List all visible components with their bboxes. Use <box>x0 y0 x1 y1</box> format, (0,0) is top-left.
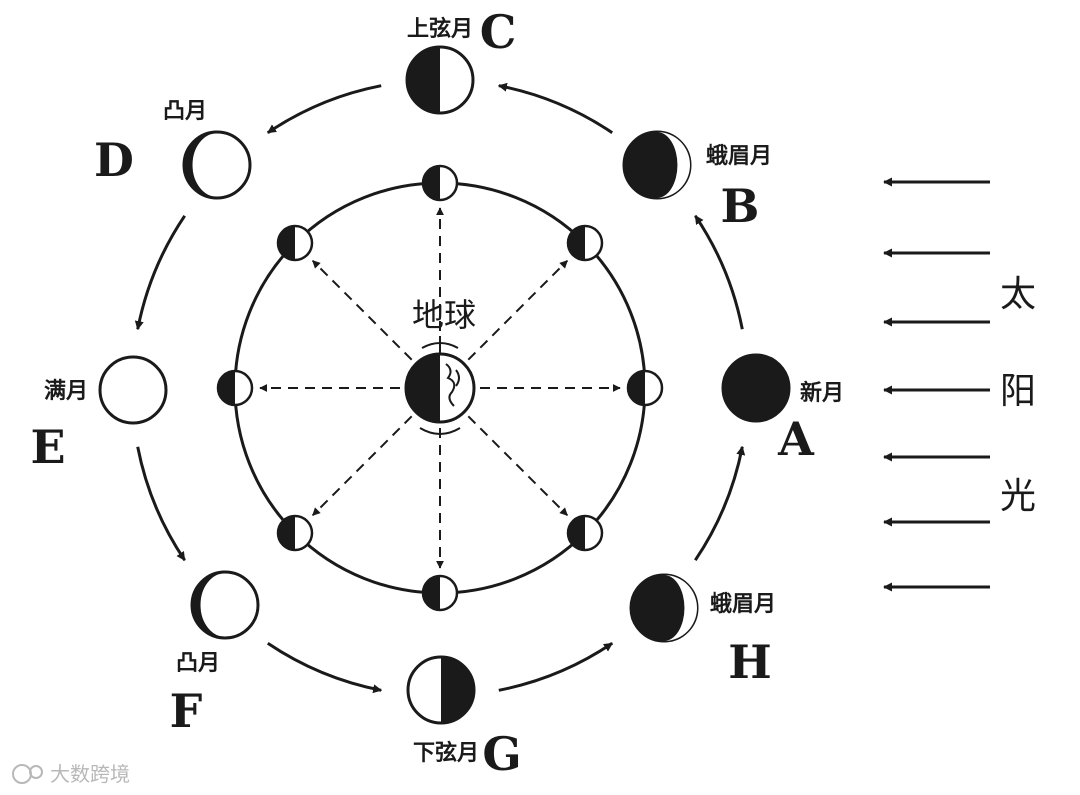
moon-g <box>408 657 474 723</box>
inner-moon <box>423 166 457 200</box>
inner-moon <box>218 371 252 405</box>
sunlight-arrows <box>884 182 990 587</box>
moon-a-letter: A <box>777 412 815 466</box>
orbit-arrow <box>268 643 381 690</box>
moon-b-letter: B <box>721 179 760 233</box>
dashed-spoke <box>313 261 412 360</box>
dashed-spoke <box>468 261 567 360</box>
moon-c <box>407 47 473 113</box>
moon-e <box>100 357 166 423</box>
moon-h-letter: H <box>728 635 771 689</box>
moon-c-letter: C <box>480 5 517 59</box>
dashed-spoke <box>313 416 412 515</box>
earth <box>406 336 474 434</box>
sunlight-label-char-3: 光 <box>1000 476 1036 517</box>
watermark-logo-icon <box>13 765 31 783</box>
orbit-arrow <box>268 86 381 133</box>
sunlight-label-char-2: 阳 <box>1000 371 1036 412</box>
moon-f <box>192 572 258 638</box>
moon-g-letter: G <box>482 727 521 781</box>
earth-label: 地球 <box>412 296 476 334</box>
moon-g-phase-name: 下弦月 <box>413 740 479 766</box>
moon-h-phase-name: 蛾眉月 <box>710 592 776 617</box>
moon-d <box>184 132 250 198</box>
moon-h <box>631 575 697 641</box>
orbit-arrow <box>138 447 185 560</box>
moon-b <box>624 132 690 198</box>
moon-a-phase-name: 新月 <box>800 380 844 406</box>
orbit-arrow <box>138 216 185 329</box>
moon-b-phase-name: 蛾眉月 <box>706 144 772 169</box>
inner-moon <box>278 516 312 550</box>
moon-e-letter: E <box>30 420 65 474</box>
moon-d-phase-name: 凸月 <box>163 99 207 124</box>
watermark: 大数跨境 <box>13 762 130 786</box>
watermark-text: 大数跨境 <box>50 762 130 786</box>
sunlight-label-char-1: 太 <box>1000 274 1036 315</box>
moon-c-phase-name: 上弦月 <box>407 16 473 42</box>
orbit-arrow <box>499 86 612 133</box>
orbit-arrow <box>695 447 742 560</box>
moon-f-phase-name: 凸月 <box>176 651 220 676</box>
moon-e-phase-name: 满月 <box>44 379 88 404</box>
inner-moon <box>423 576 457 610</box>
moon-f-letter: F <box>170 684 203 738</box>
dashed-spoke <box>468 416 567 515</box>
inner-moon <box>628 371 662 405</box>
moon-d-letter: D <box>94 133 134 187</box>
orbit-arrow <box>499 643 612 690</box>
inner-moon <box>568 516 602 550</box>
inner-moon <box>568 226 602 260</box>
inner-moon <box>278 226 312 260</box>
